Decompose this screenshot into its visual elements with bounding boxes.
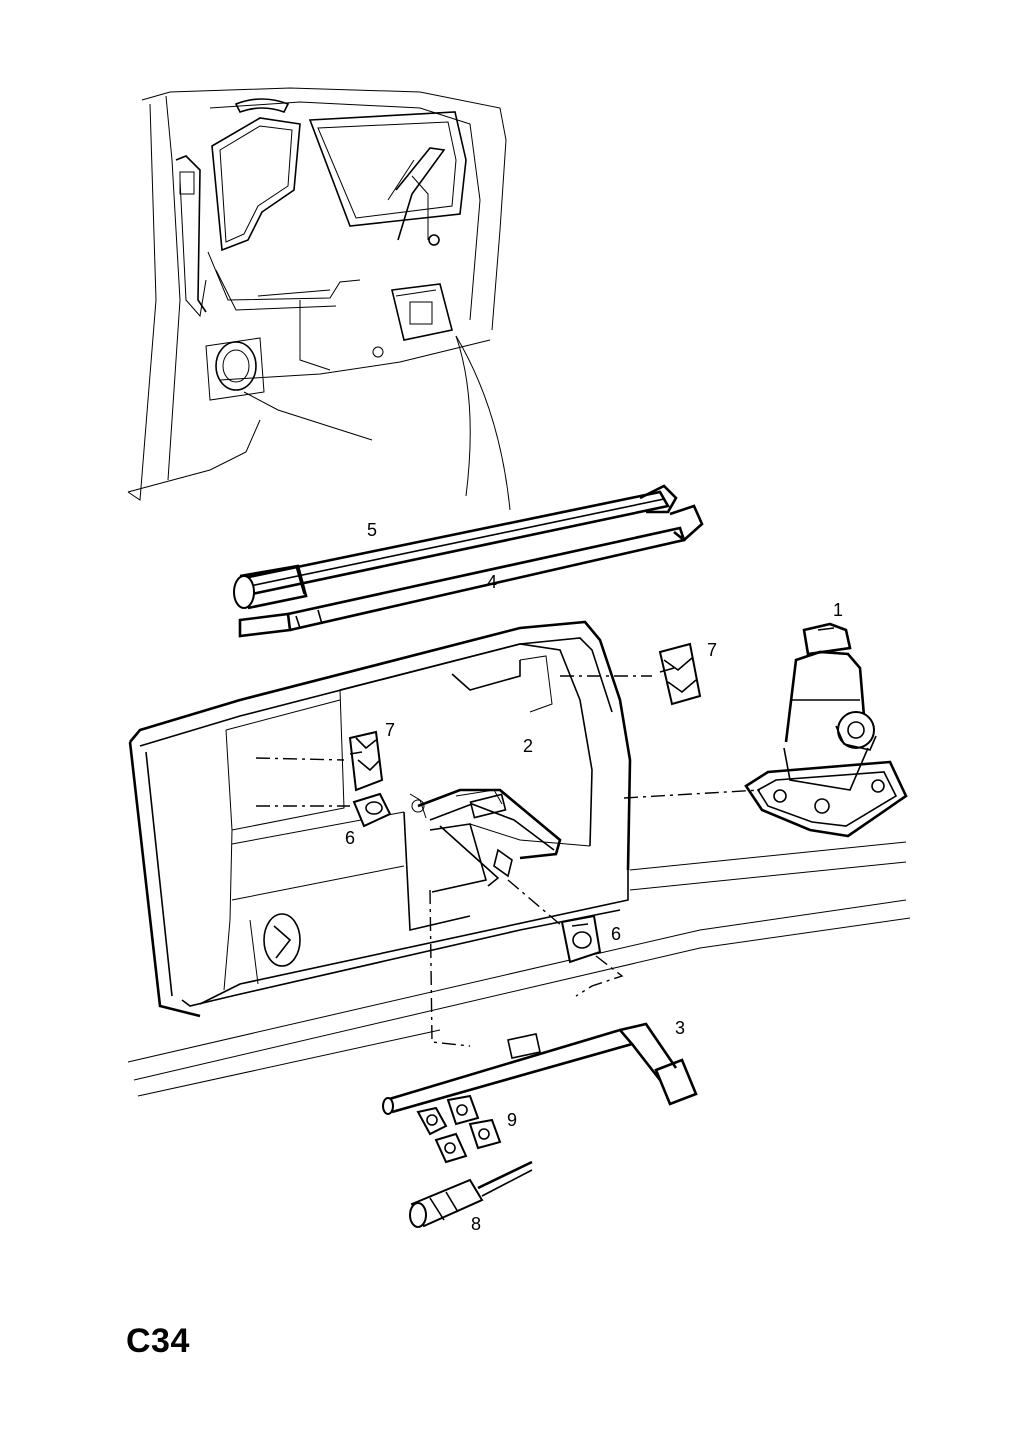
leader-line-bar-lower xyxy=(455,335,511,511)
trunk-floor-illustration xyxy=(127,620,911,1097)
leader-line-bar-upper xyxy=(455,335,471,497)
clip-lower-right-illustration xyxy=(560,914,602,964)
bar-upper-illustration xyxy=(233,484,678,610)
jack-illustration xyxy=(744,622,908,838)
wheel-wrench-illustration xyxy=(382,1022,698,1115)
part-label-bar-upper: 5 xyxy=(367,520,377,540)
page-code: C34 xyxy=(126,1322,190,1360)
part-label-wheel-wrench: 3 xyxy=(675,1018,685,1038)
jack-holder-illustration xyxy=(409,788,562,887)
clip-lower-left-illustration xyxy=(352,792,392,828)
clip-upper-right-illustration xyxy=(658,642,702,706)
assembly-leader-lines xyxy=(255,675,761,1047)
part-label-jack-holder: 2 xyxy=(523,736,533,756)
part-label-clip-lower-left: 6 xyxy=(345,828,355,848)
part-label-bar-lower: 4 xyxy=(487,572,497,592)
vehicle-interior-illustration xyxy=(127,87,507,501)
part-label-jack: 1 xyxy=(833,600,843,620)
part-label-clip-upper-left: 7 xyxy=(385,720,395,740)
clip-set-illustration xyxy=(416,1094,502,1164)
screwdriver-illustration xyxy=(409,1160,533,1228)
part-label-clip-upper-right: 7 xyxy=(707,640,717,660)
part-label-clip-set: 9 xyxy=(507,1110,517,1130)
clip-upper-left-illustration xyxy=(348,730,384,792)
part-label-clip-lower-right: 6 xyxy=(611,924,621,944)
bar-lower-illustration xyxy=(238,504,704,638)
part-label-screwdriver: 8 xyxy=(471,1214,481,1234)
